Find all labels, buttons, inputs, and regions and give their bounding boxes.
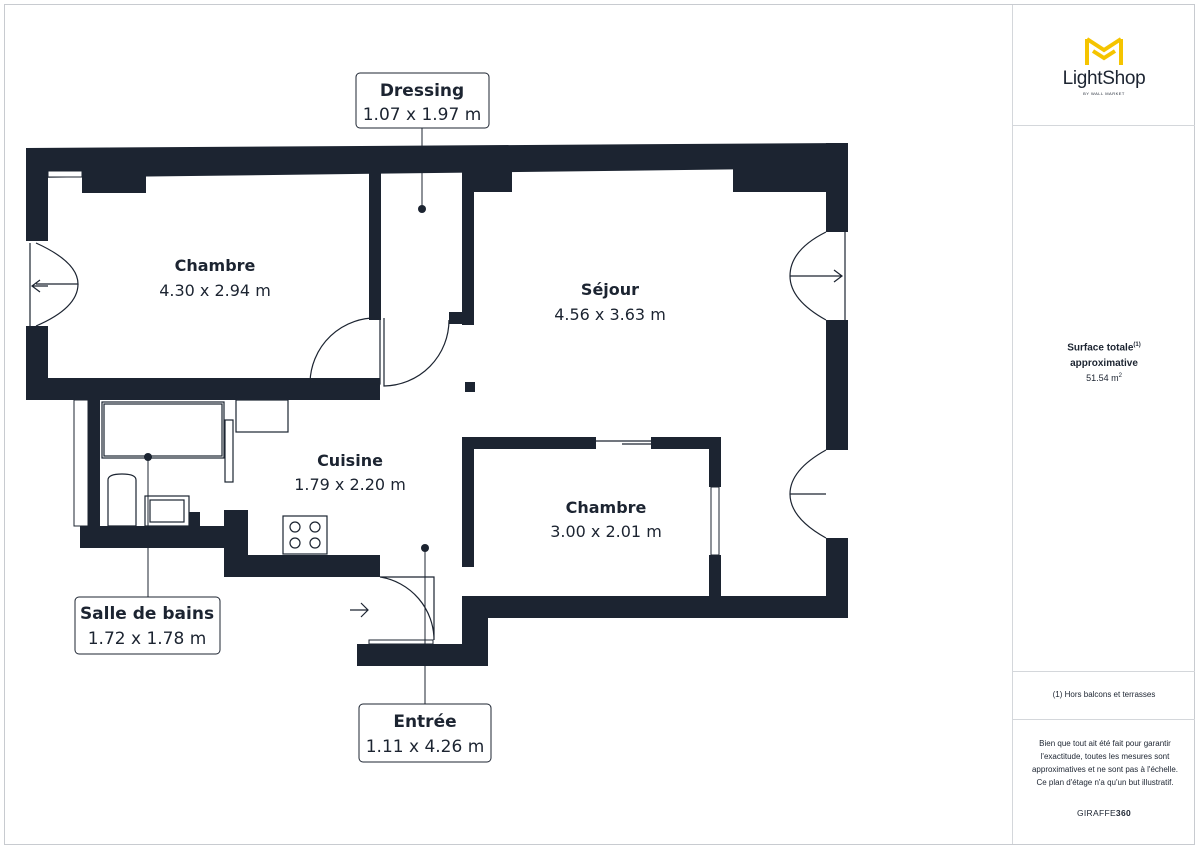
brand-subtitle: BY WALL MARKET [1083,91,1125,96]
door-left-leaf-2 [35,283,79,327]
surface-value: 51.54 m2 [1013,373,1195,383]
window-chambre2 [710,486,720,556]
callout-salle-de-bains: Salle de bains 1.72 x 1.78 m [74,596,221,655]
wall-block [82,168,146,193]
brand-name: LightShop [1062,68,1146,89]
wall-chambre2-right-upper [709,437,721,487]
surface-title-line-1: Surface totale [1067,342,1134,354]
credit-number: 360 [1115,808,1132,818]
wall-chambre2-left [462,437,474,567]
callout-dressing-name: Dressing [380,81,464,101]
credit: GIRAFFE360 [1013,808,1195,818]
burner-4 [309,537,321,549]
wall-left-upper [26,165,48,241]
lightshop-logo-icon [1085,37,1123,65]
wall-dressing-left [369,165,381,320]
bathtub-inner [103,403,223,457]
wall-bottom [474,596,848,618]
room-chambre-2-name: Chambre [566,498,647,517]
doors [29,231,846,641]
window-top-left [47,170,83,178]
window-entree [368,639,434,645]
callout-entree-box [358,703,492,763]
burner-2 [309,521,321,533]
callout-entree-name: Entrée [393,712,456,732]
door-right-top [789,231,827,321]
wall-sejour-block-left [462,165,512,192]
room-cuisine-name: Cuisine [317,451,383,470]
callout-sdb-dims: 1.72 x 1.78 m [88,629,207,649]
surface-unit-sup: 2 [1118,373,1122,379]
room-cuisine-dims: 1.79 x 2.20 m [294,475,406,494]
leader-dots [144,205,429,552]
cooktop [282,515,328,555]
disclaimer: Bien que tout ait été fait pour garantir… [1031,739,1179,787]
wall-chambre2-top-left [462,437,596,449]
counter [235,399,289,433]
column [465,382,475,392]
callout-dressing-box [355,72,490,129]
sink-bowl [149,499,185,523]
burner-3 [289,537,301,549]
wall-dressing-stub [449,312,474,324]
surface-title: Surface totale(1) approximative [1013,337,1195,372]
wall-top [26,143,848,178]
wall-chambre2-right-lower [709,555,721,598]
callout-dressing: Dressing 1.07 x 1.97 m [355,72,490,129]
arrow-right-exit [826,269,843,283]
surface-footnote-mark: (1) [1133,342,1141,348]
callout-entree-dims: 1.11 x 4.26 m [366,737,485,757]
arrows [31,269,843,618]
wall-sdb-bottom [80,526,248,548]
toilet [107,473,137,527]
logo-section: LightShop BY WALL MARKET [1013,5,1195,126]
sink [144,495,190,527]
dot-dressing [418,205,426,213]
callout-sdb-box [74,596,221,655]
wall-sejour-block-right [733,165,828,192]
door-entree [379,576,435,641]
room-chambre-2-dims: 3.00 x 2.01 m [550,522,662,541]
surface-value-number: 51.54 m [1086,373,1119,383]
footnote-text: (1) Hors balcons et terrasses [1052,690,1156,699]
wall-chambre2-top-right [651,437,721,449]
wall-cuisine-bottom [224,555,380,577]
wall-right-mid [826,320,848,450]
window-sdb [73,399,89,527]
wall-right-top [826,143,848,232]
burner-1 [289,521,301,533]
credit-text: GIRAFFE [1076,808,1116,818]
shower-screen [224,419,234,483]
sidebar: LightShop BY WALL MARKET Surface totale(… [1012,5,1195,844]
wall-entree-bottom [357,644,488,666]
floor-plan: Chambre 4.30 x 2.94 m Séjour 4.56 x 3.63… [26,72,848,763]
arrow-entrance [350,602,369,618]
page-frame [4,4,1195,845]
wall-chambre-bottom [26,378,380,400]
dot-sdb [144,453,152,461]
door-chambre [309,317,381,385]
surface-title-line-2: approximative [1070,358,1138,370]
door-left-leaf-1 [35,242,79,285]
callout-sdb-name: Salle de bains [80,604,214,624]
footnote-section: (1) Hors balcons et terrasses [1013,672,1195,720]
door-right-bottom [789,449,827,539]
callout-dressing-dims: 1.07 x 1.97 m [363,105,482,125]
windows [47,170,720,645]
leaders [147,128,426,704]
callout-entree: Entrée 1.11 x 4.26 m [358,703,492,763]
surface-section: Surface totale(1) approximative 51.54 m2 [1013,126,1195,672]
arrow-left-exit [31,279,48,293]
wall-dressing-right [462,165,474,325]
door-dressing [383,318,450,387]
fixtures [101,399,328,555]
room-chambre-1-dims: 4.30 x 2.94 m [159,281,271,300]
door-chambre2-sliding [596,440,651,445]
room-sejour-name: Séjour [581,280,639,299]
room-chambre-1-name: Chambre [175,256,256,275]
room-sejour-dims: 4.56 x 3.63 m [554,305,666,324]
dot-entree [421,544,429,552]
bathtub [101,401,225,459]
